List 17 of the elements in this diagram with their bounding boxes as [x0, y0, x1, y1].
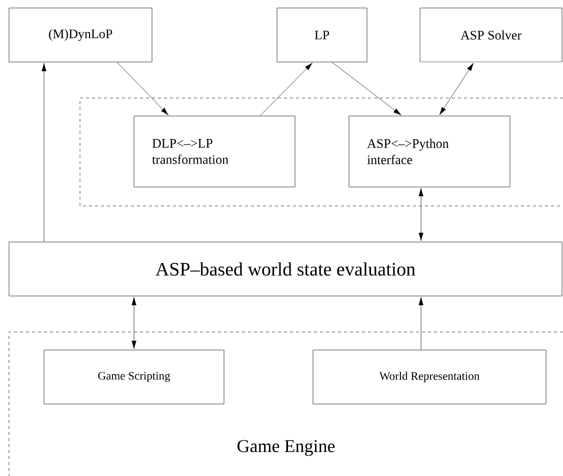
arrow [42, 63, 46, 242]
process-box: ASP<–>Python interface [348, 116, 510, 188]
process-box: ASP–based world state evaluation [8, 242, 562, 296]
process-box: DLP<–>LP transformation [134, 116, 296, 188]
arrow [332, 62, 402, 116]
process-box: ASP Solver [420, 8, 562, 62]
arrow [260, 62, 312, 116]
process-box: World Representation [312, 350, 546, 404]
process-box: Game Scripting [44, 350, 224, 404]
arrow [418, 188, 424, 241]
arrow [116, 62, 168, 116]
arrow [418, 297, 424, 350]
process-box: (M)DynLoP [8, 8, 152, 62]
process-box: LP [276, 8, 368, 62]
arrow [132, 297, 136, 349]
arrow [439, 62, 474, 116]
dashed-group-frame [80, 98, 563, 206]
